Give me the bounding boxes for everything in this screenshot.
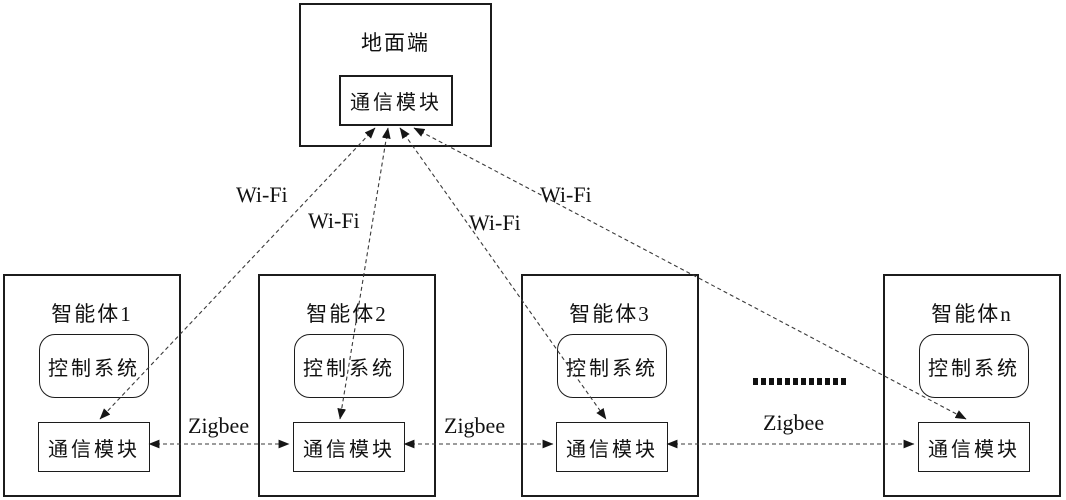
- agent-3-control-system-label: 控制系统: [566, 357, 658, 380]
- agent-n-box: 智能体n 控制系统 通信模块: [883, 274, 1061, 497]
- agent-3-title: 智能体3: [569, 302, 651, 326]
- agent-1-title: 智能体1: [51, 302, 133, 326]
- agent-3-control-system-box: 控制系统: [557, 334, 667, 398]
- agent-2-box: 智能体2 控制系统 通信模块: [258, 274, 436, 497]
- agent-2-title: 智能体2: [306, 302, 388, 326]
- agent-n-control-system-label: 控制系统: [928, 357, 1020, 380]
- ground-comm-module-label: 通信模块: [350, 92, 442, 114]
- agent-n-comm-module-box: 通信模块: [918, 422, 1030, 472]
- ground-station-box: 地面端: [299, 3, 492, 147]
- agent-1-box: 智能体1 控制系统 通信模块: [3, 274, 181, 497]
- more-agents-dots: [753, 378, 848, 385]
- zigbee-label-2-3: Zigbee: [444, 413, 506, 438]
- agent-1-comm-module-box: 通信模块: [38, 422, 150, 472]
- wifi-label-agent2: Wi-Fi: [308, 208, 360, 233]
- zigbee-label-3-n: Zigbee: [763, 410, 825, 435]
- agent-3-box: 智能体3 控制系统 通信模块: [521, 274, 699, 497]
- ground-comm-module-box: 通信模块: [339, 75, 453, 126]
- ground-station-title: 地面端: [361, 31, 430, 55]
- zigbee-label-1-2: Zigbee: [188, 413, 250, 438]
- agent-n-title: 智能体n: [931, 302, 1013, 326]
- agent-2-comm-module-box: 通信模块: [293, 422, 405, 472]
- wifi-label-agent3: Wi-Fi: [469, 210, 521, 235]
- agent-3-comm-module-box: 通信模块: [556, 422, 668, 472]
- agent-1-control-system-label: 控制系统: [48, 357, 140, 380]
- agent-2-comm-module-label: 通信模块: [303, 438, 395, 461]
- agent-1-comm-module-label: 通信模块: [48, 438, 140, 461]
- agent-1-control-system-box: 控制系统: [39, 334, 149, 398]
- agent-3-comm-module-label: 通信模块: [566, 438, 658, 461]
- agent-n-comm-module-label: 通信模块: [928, 438, 1020, 461]
- agent-n-control-system-box: 控制系统: [919, 334, 1029, 398]
- wifi-label-agent1: Wi-Fi: [236, 182, 288, 207]
- agent-2-control-system-box: 控制系统: [294, 334, 404, 398]
- agent-2-control-system-label: 控制系统: [303, 357, 395, 380]
- wifi-label-agentn: Wi-Fi: [540, 182, 592, 207]
